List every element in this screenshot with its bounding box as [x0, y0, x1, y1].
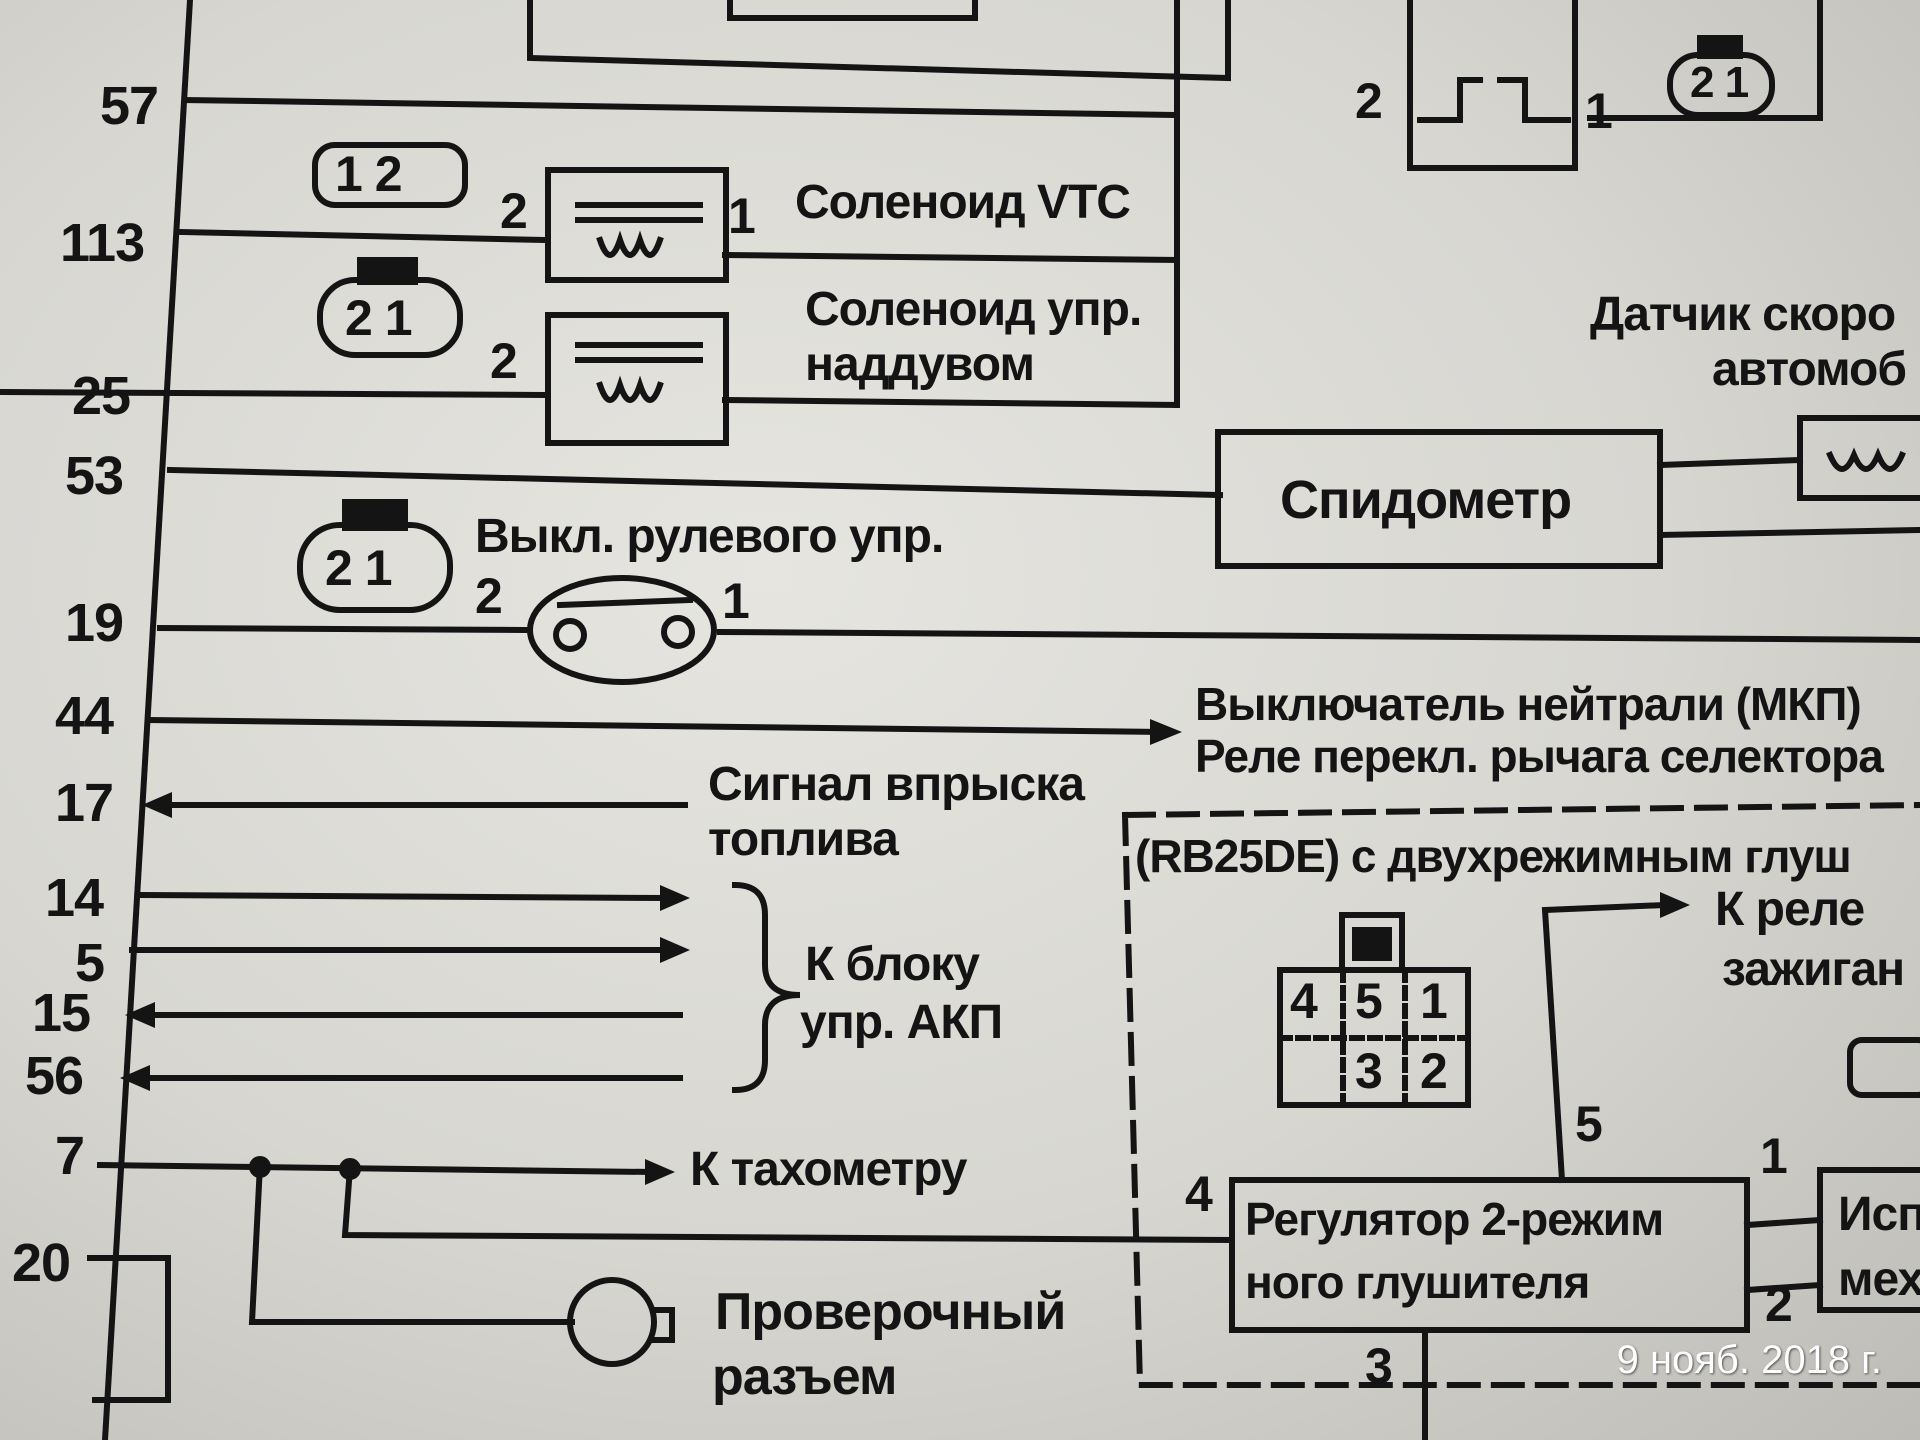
- top-box-inner: [727, 0, 978, 21]
- label-speed-sensor-1: Датчик скоро: [1590, 288, 1896, 341]
- five-pin-3: 3: [1355, 1043, 1383, 1099]
- term-reg-2: 2: [1765, 1276, 1793, 1332]
- connector-21-b-label: 2 1: [325, 540, 393, 596]
- label-steering-switch: Выкл. рулевого упр.: [475, 510, 944, 563]
- pin-5: 5: [75, 933, 105, 993]
- wire-7: [96, 1161, 654, 1176]
- actuator-box: [1817, 1167, 1920, 1313]
- label-atc-unit-2: упр. АКП: [800, 996, 1003, 1049]
- wire-19: [156, 624, 1920, 644]
- connector-vtc-label: 1 2: [335, 146, 403, 202]
- label-actuator-2: мех: [1838, 1253, 1920, 1306]
- term-reg-1: 1: [1760, 1128, 1788, 1184]
- connector-21-a-label: 2 1: [345, 290, 413, 346]
- steering-switch: [527, 575, 717, 685]
- term-top-right: 1: [1585, 83, 1613, 139]
- wire-113: [176, 228, 1181, 264]
- check-connector: [567, 1277, 657, 1367]
- connector-vtc-shape: [312, 142, 468, 208]
- term-reg-3: 3: [1365, 1338, 1393, 1394]
- wire-20: [87, 1255, 171, 1403]
- pin-25: 25: [72, 366, 131, 426]
- term-reg-5: 5: [1575, 1096, 1603, 1152]
- reg-to-relay: [1541, 901, 1669, 1184]
- label-muffler-regulator-1: Регулятор 2-режим: [1245, 1193, 1664, 1245]
- wire-25: [0, 388, 1181, 409]
- term-reg-in: 4: [1185, 1166, 1213, 1222]
- pin-19: 19: [65, 593, 124, 653]
- label-speedometer: Спидометр: [1280, 470, 1572, 530]
- pin-7: 7: [55, 1126, 85, 1186]
- pin-44: 44: [55, 686, 114, 746]
- label-speed-sensor-2: автомоб: [1712, 343, 1907, 396]
- term-steer-right: 1: [722, 573, 750, 629]
- term-boost-left: 2: [490, 333, 518, 389]
- pin-14: 14: [45, 868, 104, 928]
- vtc-solenoid-box: [545, 167, 729, 283]
- pin-57: 57: [100, 76, 159, 136]
- five-pin-2: 2: [1420, 1043, 1448, 1099]
- wire-57: [181, 0, 1823, 121]
- label-neutral-switch: Выключатель нейтрали (МКП): [1195, 678, 1862, 730]
- top-relay-box: [1407, 0, 1578, 171]
- label-check-connector-2: разъем: [712, 1348, 897, 1406]
- label-ignition-relay-2: зажиган: [1722, 943, 1905, 996]
- top-box-outer: [527, 0, 1231, 82]
- label-actuator-1: Исп: [1838, 1188, 1920, 1241]
- label-injection-2: топлива: [708, 813, 899, 866]
- label-injection-1: Сигнал впрыска: [708, 758, 1085, 811]
- pin-17: 17: [55, 773, 114, 833]
- label-boost-solenoid-2: наддувом: [805, 338, 1035, 391]
- photo-timestamp: 9 нояб. 2018 г.: [1616, 1338, 1882, 1382]
- label-check-connector-1: Проверочный: [715, 1283, 1066, 1341]
- label-ignition-relay-1: К реле: [1715, 883, 1865, 936]
- label-selector-relay: Реле перекл. рычага селектора: [1195, 730, 1884, 782]
- boost-coil: [575, 342, 703, 403]
- connector-21-c-label: 2 1: [1690, 58, 1749, 107]
- wire-44: [144, 716, 1164, 736]
- speedometer-box: [1215, 429, 1663, 569]
- term-vtc-right: 1: [728, 188, 756, 244]
- label-tachometer: К тахометру: [690, 1143, 967, 1196]
- five-pin-4: 4: [1290, 973, 1318, 1029]
- five-pin-1: 1: [1420, 973, 1448, 1029]
- term-vtc-left: 2: [500, 183, 528, 239]
- speed-sensor-coil: [1826, 447, 1906, 472]
- pin-113: 113: [60, 213, 145, 273]
- label-atc-unit-1: К блоку: [805, 938, 980, 991]
- five-pin-5: 5: [1355, 973, 1383, 1029]
- vtc-coil: [575, 202, 703, 258]
- atc-brace: [731, 881, 801, 1094]
- top-relay-coil: [1417, 77, 1571, 123]
- term-top-left: 2: [1355, 73, 1383, 129]
- label-boost-solenoid-1: Соленоид упр.: [805, 283, 1142, 336]
- label-solenoid-vtc: Соленоид VTC: [795, 176, 1131, 229]
- wire-14: [136, 891, 669, 902]
- term-steer-left: 2: [475, 568, 503, 624]
- speed-sensor-box: [1797, 415, 1920, 501]
- muffler-regulator-box: [1229, 1177, 1750, 1333]
- pin-56: 56: [25, 1046, 84, 1106]
- connector-right-shape: [1847, 1037, 1920, 1098]
- pin-53: 53: [65, 446, 124, 506]
- wire-53: [166, 466, 1224, 499]
- label-muffler-regulator-2: ного глушителя: [1245, 1256, 1590, 1308]
- label-dual-mode-title: (RB25DE) с двухрежимным глуш: [1135, 830, 1852, 882]
- boost-solenoid-box: [545, 312, 729, 446]
- dual-mode-box: [1121, 801, 1920, 1388]
- pin-15: 15: [32, 983, 91, 1043]
- speedo-out: [1656, 456, 1920, 539]
- pin-20: 20: [12, 1233, 71, 1293]
